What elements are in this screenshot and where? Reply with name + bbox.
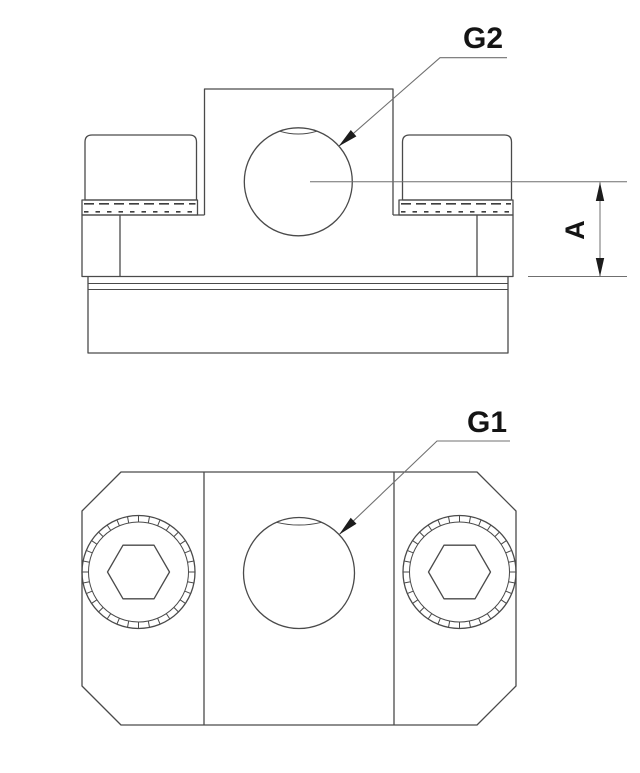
washer-right — [398, 199, 514, 216]
serration-ticks-right — [403, 515, 516, 629]
dimension-a: A — [310, 181, 627, 277]
leader-g1: G1 — [338, 406, 510, 535]
hex-socket-left-icon — [106, 544, 171, 600]
hex-socket-right-icon — [427, 544, 492, 600]
clamp-body-outline — [81, 214, 514, 278]
label-g2: G2 — [463, 22, 503, 55]
base-rail — [87, 276, 509, 354]
socket-screw-left — [81, 514, 196, 630]
leader-line-g1 — [338, 440, 510, 535]
plan-view: G1 — [81, 406, 517, 726]
serration-ticks-left — [82, 515, 195, 629]
ball-top — [242, 516, 356, 630]
washer-left — [81, 199, 199, 216]
leader-arrowhead-g1-icon — [339, 517, 357, 535]
cap-screw-left-head — [84, 134, 198, 201]
dimension-arrow-up-icon — [595, 182, 605, 201]
clamp-body-inner-edges — [119, 215, 478, 277]
tower-block-outline — [203, 88, 394, 215]
label-g1: G1 — [467, 406, 507, 439]
leader-g2: G2 — [338, 22, 507, 147]
socket-screw-right — [402, 514, 517, 630]
dimension-label-a: A — [560, 220, 590, 240]
leader-arrowhead-g2-icon — [338, 130, 357, 147]
leader-line-g2 — [338, 57, 507, 147]
dimension-arrow-down-icon — [595, 258, 605, 277]
plate-section-lines — [203, 472, 395, 725]
cap-screw-right-head — [401, 134, 513, 201]
front-view: A G2 — [81, 22, 627, 354]
